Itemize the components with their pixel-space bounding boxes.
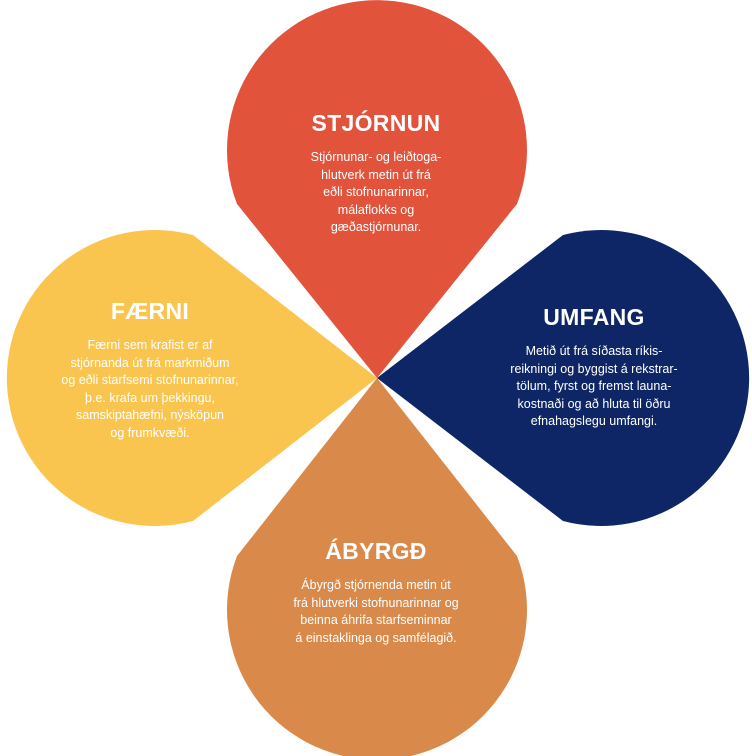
umfang-text-block: UMFANG Metið út frá síðasta ríkis- reikn… xyxy=(462,306,726,431)
stjornun-line: eðli stofnunarinnar, xyxy=(323,185,429,199)
umfang-line: reikningi og byggist á rekstrar- xyxy=(510,361,678,376)
faerni-line: stjórnanda út frá markmiðum xyxy=(70,355,230,370)
faerni-line: samskiptahæfni, nýsköpun xyxy=(76,408,224,422)
umfang-line: Metið út frá síðasta ríkis- xyxy=(525,344,663,358)
stjornun-line: hlutverk metin út frá xyxy=(321,167,431,182)
faerni-line: og frumkvæði. xyxy=(110,425,190,440)
faerni-text-block: FÆRNI Færni sem krafist er af stjórnanda… xyxy=(18,300,282,442)
stjornun-line: gæðastjórnunar. xyxy=(330,220,422,234)
stjornun-title: STJÓRNUN xyxy=(311,110,441,136)
faerni-line: Færni sem krafist er af xyxy=(87,338,213,352)
petal-stjornun xyxy=(226,0,527,378)
abyrgd-description: Ábyrgð stjórnenda metin út frá hlutverki… xyxy=(238,577,514,647)
abyrgd-title: ÁBYRGÐ xyxy=(325,538,427,564)
petal-umfang xyxy=(377,230,750,527)
umfang-title: UMFANG xyxy=(543,304,645,330)
abyrgd-line: á einstaklinga og samfélagið. xyxy=(295,630,457,645)
petal-abyrgd xyxy=(227,378,527,756)
faerni-line: og eðli starfsemi stofnunarinnar, xyxy=(61,373,239,387)
abyrgd-line: Ábyrgð stjórnenda metin út xyxy=(301,578,451,592)
umfang-line: efnahagslegu umfangi. xyxy=(530,414,658,428)
umfang-line: kostnaði og að hluta til öðru xyxy=(517,396,671,411)
stjornun-line: Stjórnunar- og leiðtoga- xyxy=(310,150,442,164)
abyrgd-text-block: ÁBYRGÐ Ábyrgð stjórnenda metin út frá hl… xyxy=(238,540,514,647)
petal-faerni xyxy=(6,230,378,527)
stjornun-line: málaflokks og xyxy=(337,202,415,217)
stjornun-description: Stjórnunar- og leiðtoga- hlutverk metin … xyxy=(238,149,514,237)
faerni-line: þ.e. krafa um þekkingu, xyxy=(85,390,215,405)
faerni-title: FÆRNI xyxy=(110,298,190,324)
stjornun-text-block: STJÓRNUN Stjórnunar- og leiðtoga- hlutve… xyxy=(238,112,514,237)
abyrgd-line: beinna áhrifa starfseminnar xyxy=(300,613,452,627)
faerni-description: Færni sem krafist er af stjórnanda út fr… xyxy=(18,337,282,442)
umfang-line: tölum, fyrst og fremst launa- xyxy=(516,379,672,393)
umfang-description: Metið út frá síðasta ríkis- reikningi og… xyxy=(462,343,726,431)
abyrgd-line: frá hlutverki stofnunarinnar og xyxy=(293,595,459,610)
